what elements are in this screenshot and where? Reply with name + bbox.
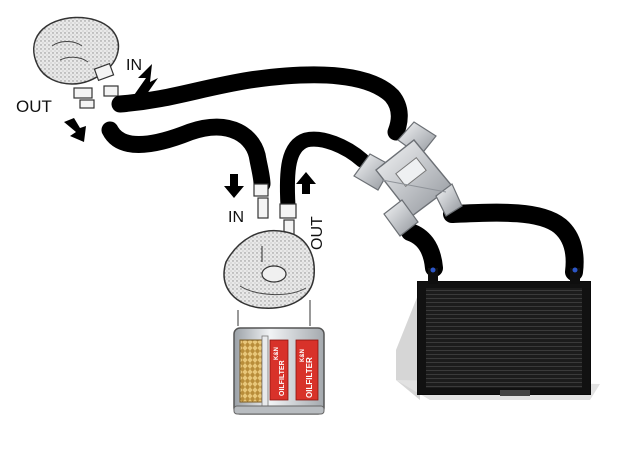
filter-brand-left: K&N [274, 347, 280, 360]
engine-out-indicator: OUT [16, 97, 86, 142]
filter-text-left: OILFILTER [279, 360, 286, 396]
hoses [110, 75, 575, 272]
arrow-down-right-icon [64, 118, 86, 142]
hose-engine-in [120, 75, 399, 132]
hose-to-cooler-right [452, 213, 575, 272]
filter-adapter-sketch [224, 184, 314, 326]
arrow-down-icon [224, 174, 244, 198]
engine-adapter-sketch [34, 17, 119, 108]
label-filter-out: OUT [309, 216, 326, 250]
hose-filter-out [287, 139, 362, 206]
arrow-up-icon [296, 172, 316, 194]
cooler-core [418, 282, 590, 394]
filter-text-right: OILFILTER [305, 357, 314, 398]
oil-filter: OILFILTER K&N OILFILTER K&N [234, 328, 324, 414]
filter-in-indicator: IN [224, 174, 244, 226]
label-engine-out: OUT [16, 97, 52, 116]
hose-engine-out [110, 127, 262, 184]
filter-brand-right: K&N [300, 349, 306, 362]
label-filter-in: IN [228, 209, 244, 226]
hose-to-cooler-left [410, 232, 434, 268]
oil-cooler [396, 268, 600, 401]
label-engine-in: IN [126, 57, 142, 74]
filter-pleats [240, 340, 262, 402]
